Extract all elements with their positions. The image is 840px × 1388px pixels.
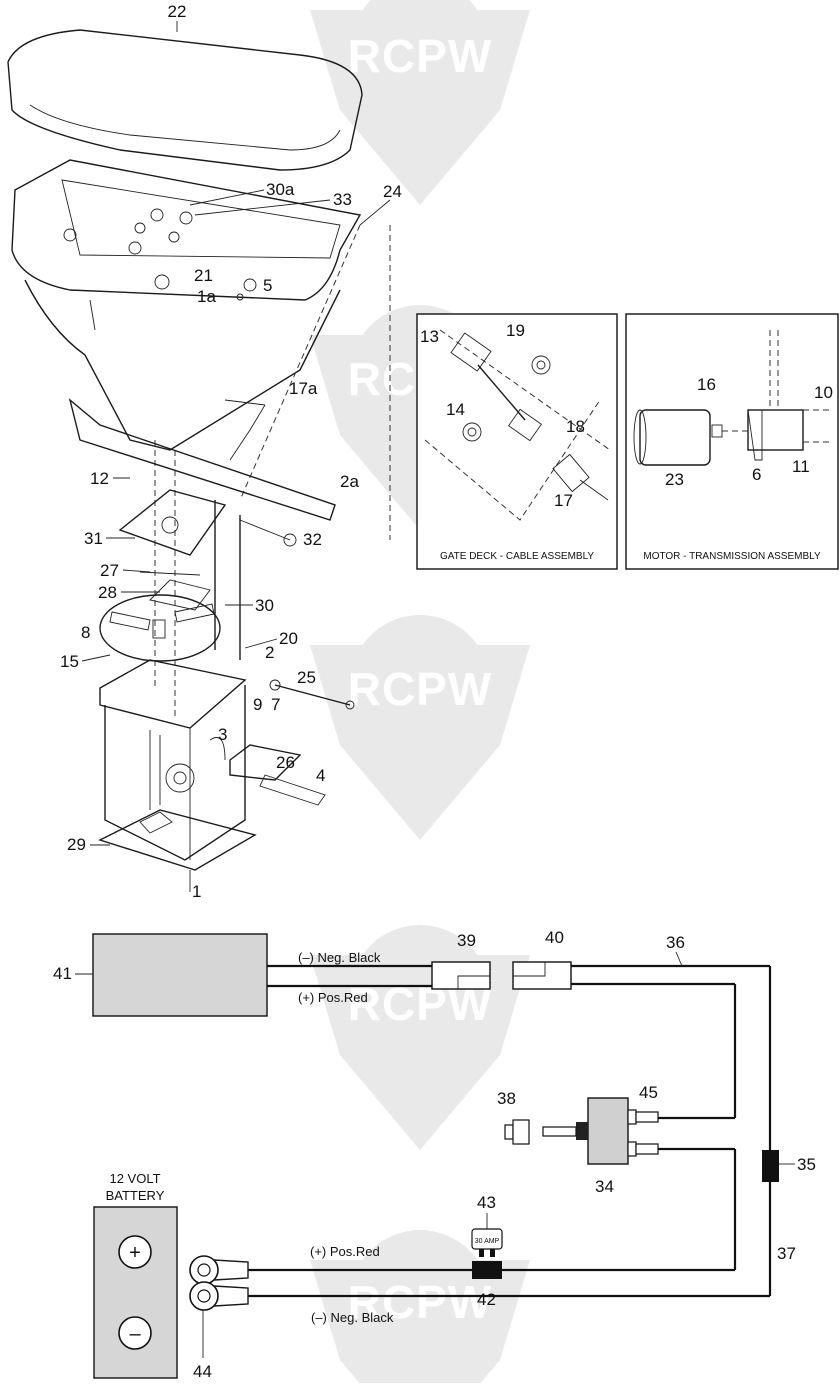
wire-label-neg-top: (–) Neg. Black <box>298 950 381 965</box>
spinner-disc <box>99 594 221 662</box>
callout-16: 16 <box>697 375 716 394</box>
wire-label-pos-bottom: (+) Pos.Red <box>310 1244 380 1259</box>
callout-22: 22 <box>168 2 187 21</box>
wire-label-pos-top: (+) Pos.Red <box>298 990 368 1005</box>
callout-42: 42 <box>477 1290 496 1309</box>
callout-39: 39 <box>457 931 476 950</box>
callout-26: 26 <box>276 753 295 772</box>
callout-18: 18 <box>566 417 585 436</box>
callout-2a: 2a <box>340 472 359 491</box>
callout-12: 12 <box>90 469 109 488</box>
callout-11: 11 <box>792 457 810 476</box>
callout-28: 28 <box>98 583 117 602</box>
callout-27: 27 <box>100 561 119 580</box>
callout-1a: 1a <box>197 287 216 306</box>
lid <box>7 29 363 171</box>
callout-37: 37 <box>777 1244 796 1263</box>
bracket <box>229 744 302 781</box>
gate-deck-caption: GATE DECK - CABLE ASSEMBLY <box>440 551 594 562</box>
gate-deck-panel: 13 19 14 18 17 GATE DECK - CABLE ASSEMBL… <box>416 313 618 570</box>
callout-7: 7 <box>271 695 280 714</box>
callout-34: 34 <box>595 1177 614 1196</box>
callout-14: 14 <box>446 400 465 419</box>
switch-knob <box>512 1119 530 1145</box>
spreader-exploded-view <box>7 29 391 892</box>
callout-13: 13 <box>420 327 439 346</box>
callout-35: 35 <box>797 1155 816 1174</box>
callout-20: 20 <box>279 629 298 648</box>
callout-30: 30 <box>255 596 274 615</box>
connector-39 <box>431 961 491 990</box>
gearbox-housing <box>104 685 246 861</box>
callout-21: 21 <box>194 266 213 285</box>
callout-30a: 30a <box>266 180 295 199</box>
battery-negative-terminal <box>118 1316 152 1350</box>
callout-6: 6 <box>752 465 761 484</box>
toggle-switch <box>587 1097 629 1165</box>
cross-bar <box>68 398 336 521</box>
battery-label-line2: BATTERY <box>106 1188 165 1203</box>
callout-4: 4 <box>316 766 325 785</box>
motor-body <box>639 409 711 466</box>
hopper-rim <box>11 159 362 301</box>
callout-8: 8 <box>81 623 90 642</box>
mounting-plate <box>118 489 227 556</box>
watermark-text-5: RCPW <box>348 1276 493 1328</box>
callout-44: 44 <box>193 1362 212 1381</box>
watermark-text-1: RCPW <box>348 30 493 82</box>
callout-9: 9 <box>253 695 262 714</box>
callout-17a: 17a <box>289 379 318 398</box>
callout-40: 40 <box>545 928 564 947</box>
battery-positive-terminal <box>118 1235 152 1269</box>
battery-label-line1: 12 VOLT <box>109 1171 160 1186</box>
callout-5: 5 <box>263 276 272 295</box>
battery-plus-symbol: + <box>129 1242 141 1264</box>
motor-caption: MOTOR - TRANSMISSION ASSEMBLY <box>643 551 821 562</box>
base-plate <box>98 809 257 871</box>
callout-45: 45 <box>639 1083 658 1102</box>
battery <box>93 1206 178 1379</box>
fuse-rating: 30 AMP <box>475 1238 500 1245</box>
hopper-hardware <box>63 208 257 301</box>
callout-23: 23 <box>665 470 684 489</box>
callout-17: 17 <box>554 491 573 510</box>
callout-10: 10 <box>814 383 833 402</box>
wiring-diagram: 41 (–) Neg. Black (+) Pos.Red 39 40 36 3… <box>53 928 816 1381</box>
gearbox-cover <box>99 659 247 729</box>
callout-38: 38 <box>497 1089 516 1108</box>
wire-label-neg-bottom: (–) Neg. Black <box>311 1310 394 1325</box>
callout-2: 2 <box>265 643 274 662</box>
callout-19: 19 <box>506 321 525 340</box>
callout-33: 33 <box>333 190 352 209</box>
transmission-housing <box>747 409 804 451</box>
controller-box <box>92 933 268 1017</box>
callout-32: 32 <box>303 530 322 549</box>
callout-24: 24 <box>383 182 402 201</box>
callout-15: 15 <box>60 652 79 671</box>
callout-3: 3 <box>218 725 227 744</box>
watermark-text-3: RCPW <box>348 663 493 715</box>
callout-1: 1 <box>192 882 201 901</box>
exploded-callouts: 22 30a 33 24 21 1a 5 17a 12 2a 31 32 27 … <box>60 2 402 901</box>
callout-31: 31 <box>84 529 103 548</box>
hopper-cone <box>24 279 341 451</box>
battery-minus-symbol: – <box>129 1323 141 1345</box>
connector-40 <box>512 961 572 990</box>
motor-panel: 16 10 23 6 11 MOTOR - TRANSMISSION ASSEM… <box>625 313 839 570</box>
callout-43: 43 <box>477 1193 496 1212</box>
callout-29: 29 <box>67 835 86 854</box>
callout-36: 36 <box>666 933 685 952</box>
callout-41: 41 <box>53 964 72 983</box>
inline-fuse-35 <box>762 1150 779 1182</box>
fuse-holder <box>472 1261 502 1279</box>
callout-25: 25 <box>297 668 316 687</box>
